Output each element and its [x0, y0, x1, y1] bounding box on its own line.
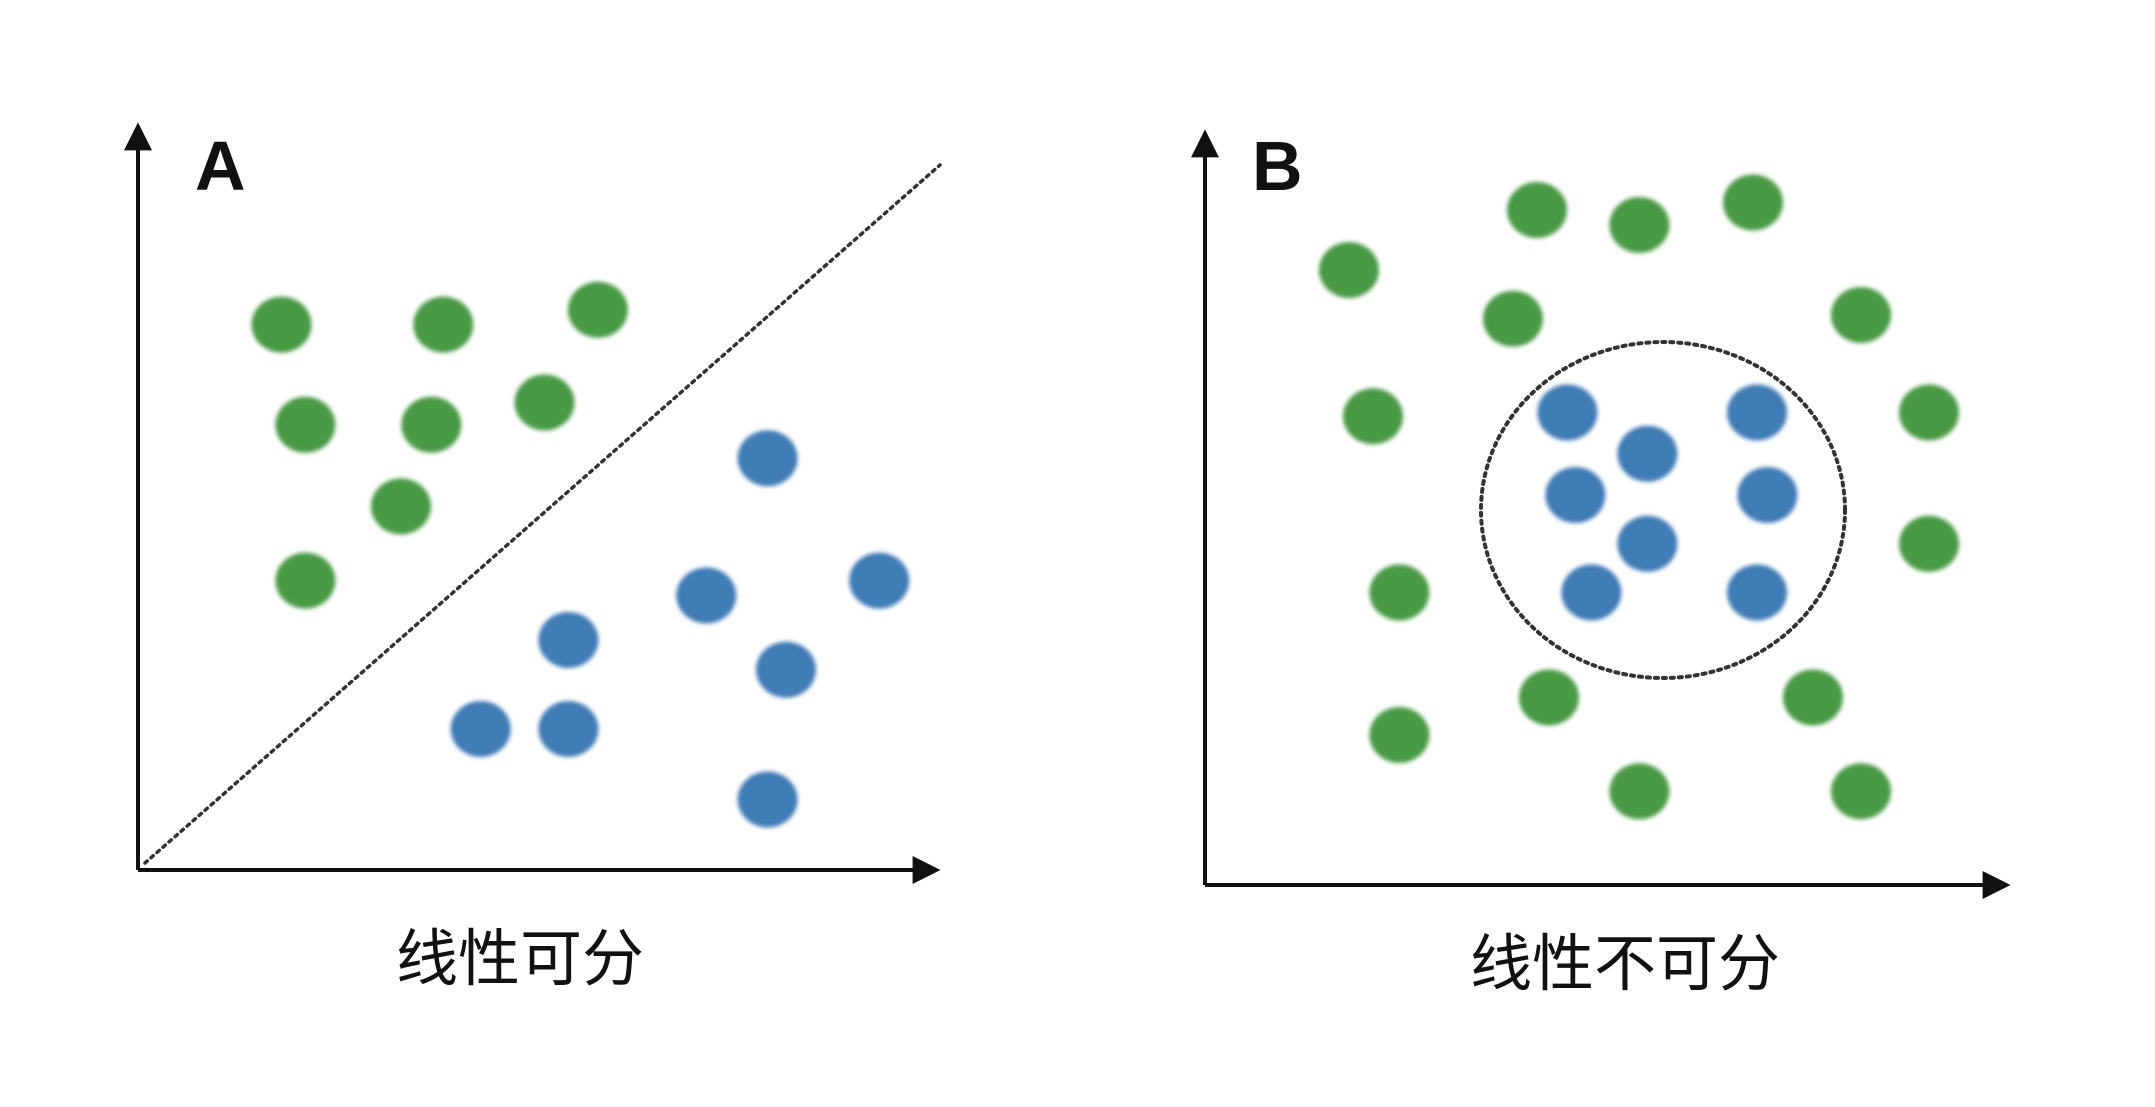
panel-b-letter: B — [1252, 127, 1303, 205]
panel-b-green-point-12 — [1519, 669, 1579, 726]
panel-b-green-point-14 — [1609, 763, 1670, 820]
panel-b-green-point-7 — [1343, 388, 1403, 445]
panel-b-green-point-9 — [1369, 564, 1430, 621]
linear-decision-boundary — [143, 163, 942, 865]
panel-b-blue-point-8 — [1727, 564, 1787, 621]
panel-a-points — [251, 281, 910, 828]
panel-b-green-point-1 — [1507, 182, 1567, 238]
panel-b-blue-point-7 — [1561, 564, 1622, 621]
panel-a-blue-point-5 — [756, 641, 816, 698]
panel-a-blue-point-6 — [450, 701, 511, 757]
panel-b-caption: 线性不可分 — [1470, 927, 1780, 1000]
circular-decision-boundary — [1479, 340, 1847, 680]
panel-b-green-point-13 — [1783, 669, 1843, 726]
panel-a-green-point-3 — [567, 281, 628, 338]
panel-a-green-point-6 — [514, 374, 575, 431]
panel-b-blue-point-5 — [1737, 467, 1798, 523]
panel-a-green-point-7 — [371, 478, 431, 535]
panel-b-points — [1319, 174, 1959, 820]
panel-a-blue-point-7 — [538, 701, 599, 757]
panel-b-green-point-8 — [1899, 384, 1959, 441]
panel-b-green-point-3 — [1723, 174, 1783, 231]
panel-a-blue-point-2 — [676, 567, 737, 624]
panel-a-letter: A — [195, 127, 246, 205]
panel-a-green-point-2 — [413, 296, 474, 353]
panel-b-blue-point-2 — [1727, 384, 1787, 441]
panel-a-green-point-1 — [251, 296, 312, 353]
panel-b-green-point-5 — [1483, 290, 1543, 347]
panel-a-blue-point-3 — [849, 552, 910, 609]
panel-a-blue-point-1 — [737, 430, 798, 487]
panel-b-blue-point-3 — [1617, 425, 1678, 482]
panel-a-green-point-5 — [401, 396, 462, 453]
panel-b-green-point-10 — [1899, 515, 1959, 572]
panel-b-green-point-6 — [1831, 287, 1891, 343]
panel-b-green-point-2 — [1609, 197, 1670, 253]
panel-a-green-point-8 — [275, 552, 336, 609]
panel-b-blue-point-1 — [1537, 384, 1598, 441]
panel-a-green-point-4 — [275, 396, 336, 453]
panel-b-blue-point-4 — [1545, 467, 1606, 523]
panel-linearly-inseparable: B 线性不可分 — [1191, 127, 2011, 1000]
panel-a-blue-point-8 — [737, 771, 798, 828]
panel-linearly-separable: A 线性可分 — [124, 122, 942, 995]
panel-a-caption: 线性可分 — [396, 922, 644, 995]
panel-b-blue-point-6 — [1617, 515, 1678, 572]
panel-b-green-point-4 — [1319, 242, 1379, 298]
panel-b-green-point-11 — [1369, 707, 1430, 763]
panel-a-blue-point-4 — [538, 612, 599, 668]
panel-b-green-point-15 — [1831, 763, 1891, 820]
